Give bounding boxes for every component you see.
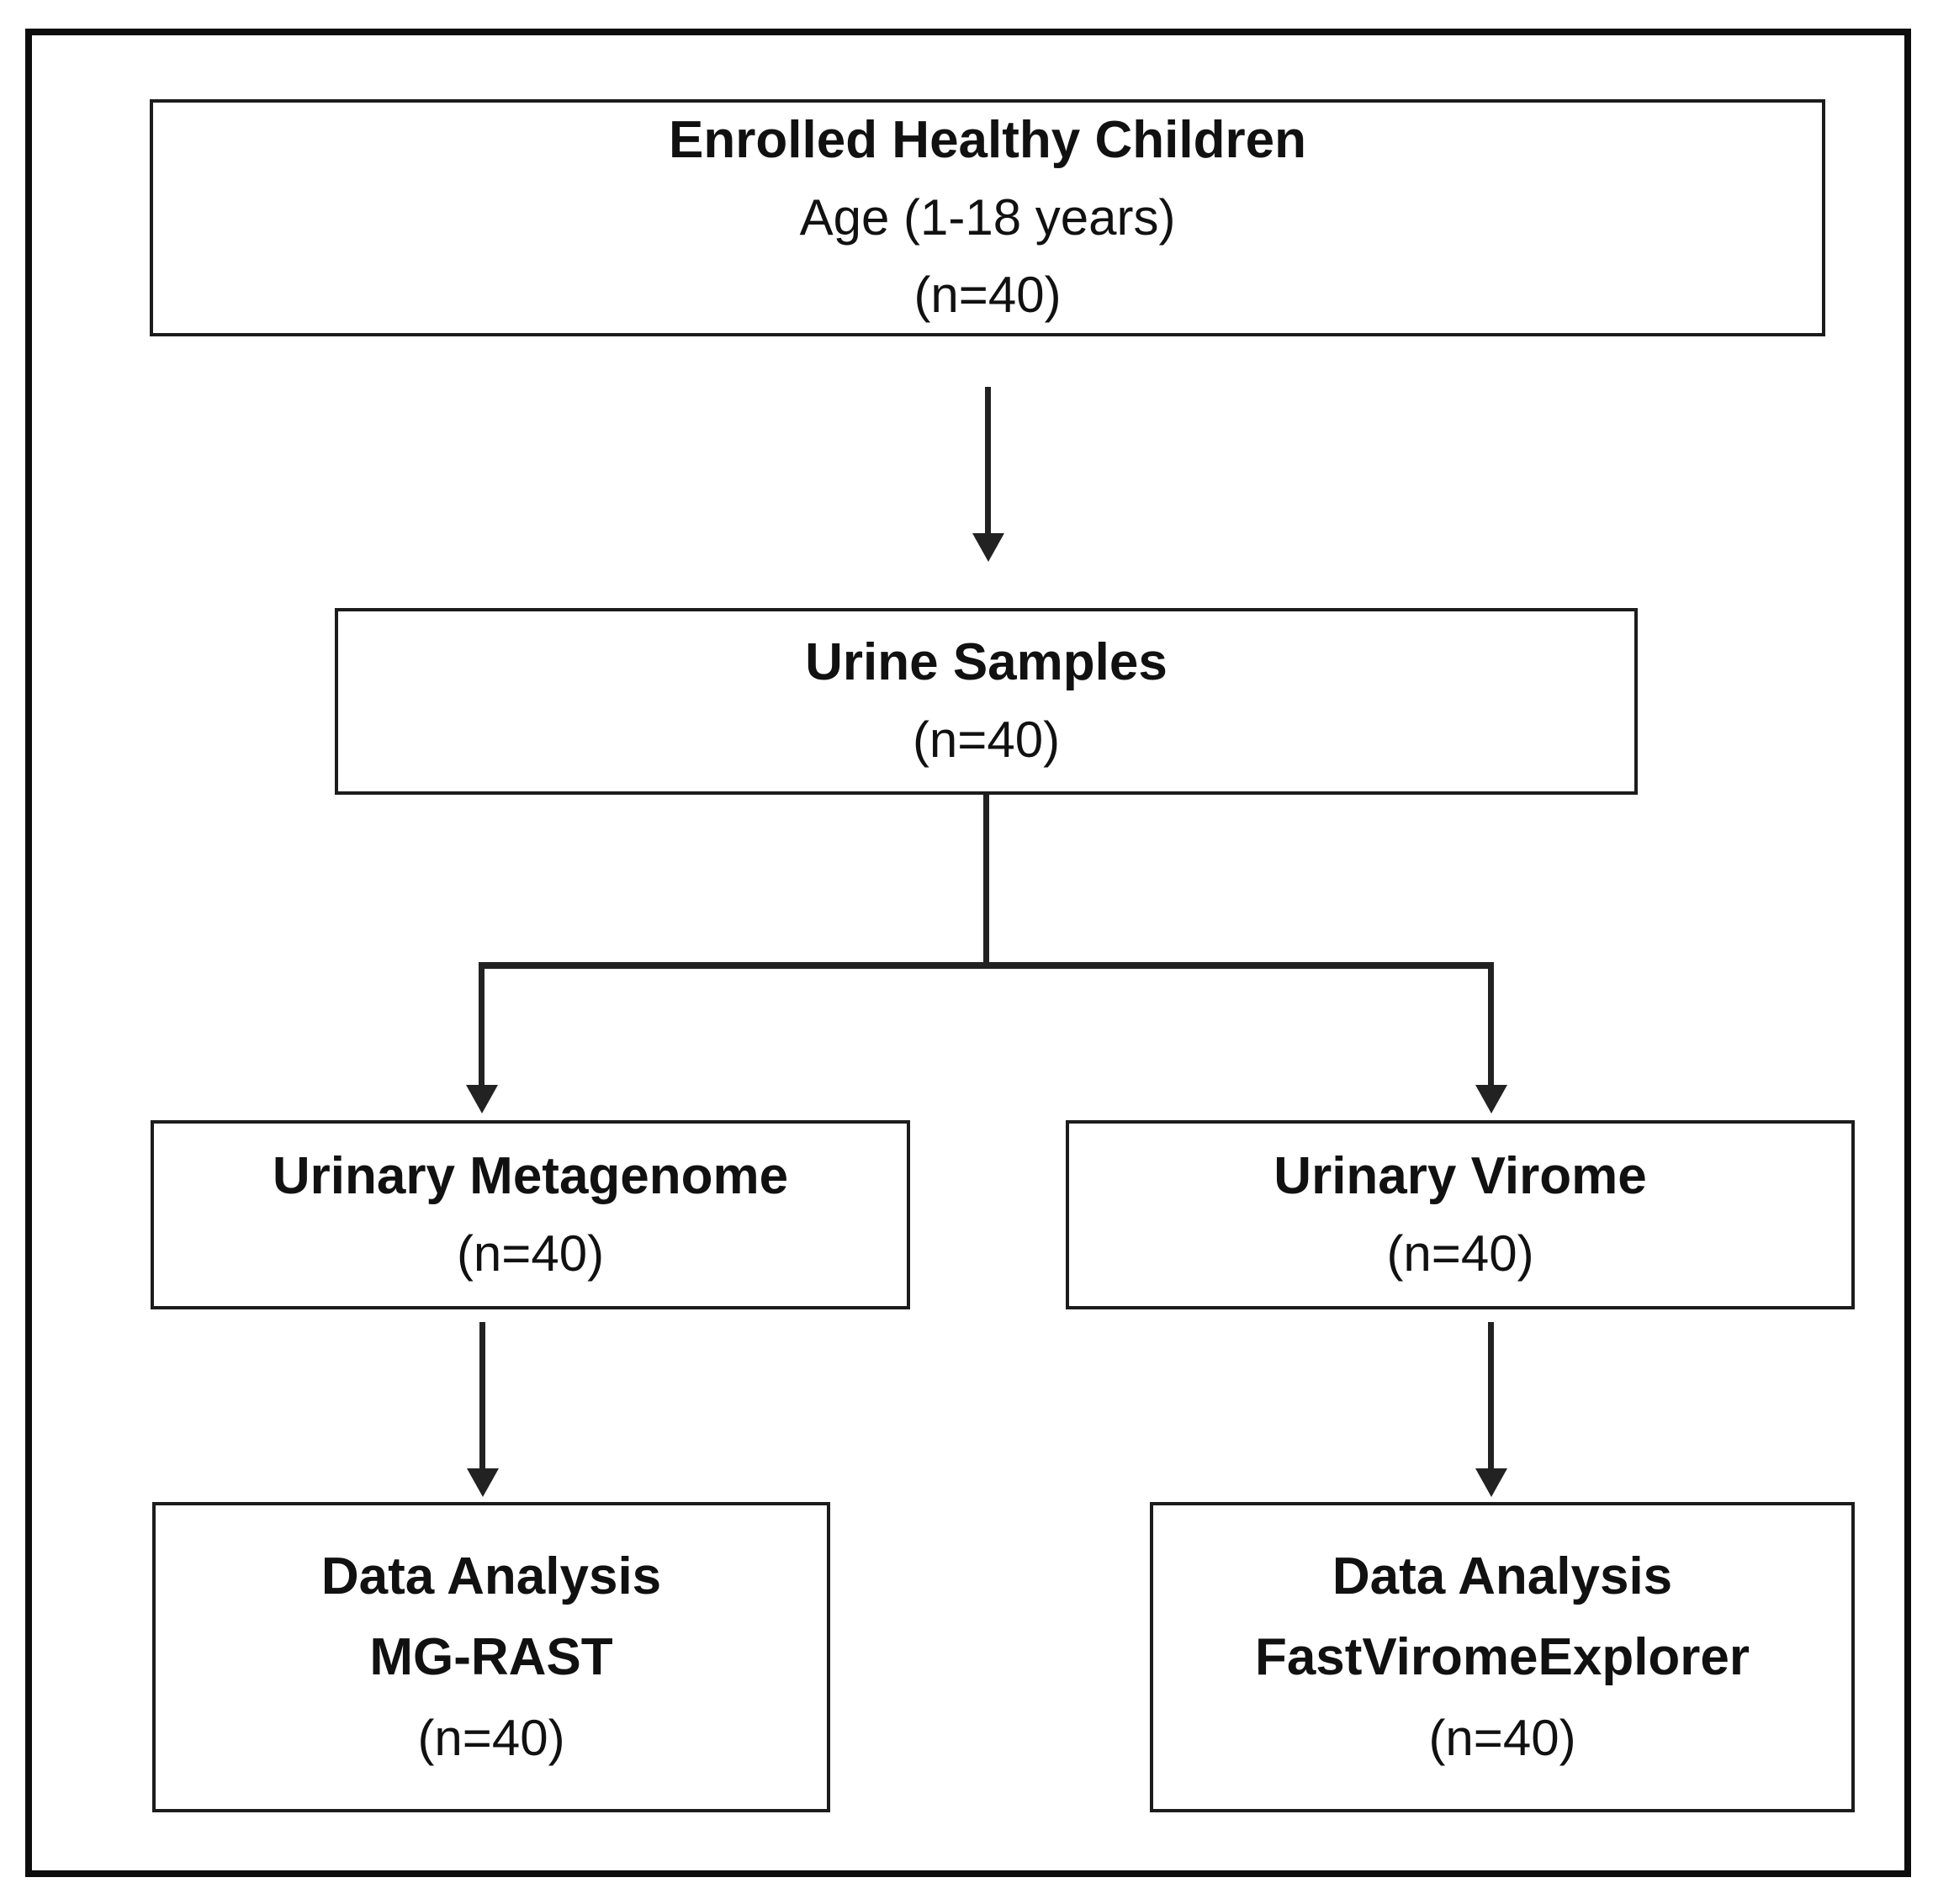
node-count: (n=40) (417, 1709, 565, 1766)
branch-horizontal-bar (479, 962, 1494, 969)
node-count: (n=40) (456, 1224, 605, 1282)
node-title: Urine Samples (805, 633, 1168, 691)
arrow-virome-to-analysis-arrowhead (1475, 1468, 1507, 1497)
node-enrolled-healthy-children: Enrolled Healthy Children Age (1-18 year… (150, 99, 1825, 336)
arrow-virome-to-analysis-stem (1488, 1322, 1494, 1470)
node-count: (n=40) (913, 267, 1062, 323)
arrow-enrolled-to-urine-stem (985, 387, 991, 535)
arrow-metagenome-to-analysis-stem (479, 1322, 485, 1470)
branch-left-stem (479, 965, 484, 1087)
node-title: Data Analysis (320, 1547, 662, 1605)
node-title: Urinary Metagenome (272, 1146, 789, 1205)
node-urinary-metagenome: Urinary Metagenome (n=40) (151, 1120, 910, 1309)
branch-right-stem (1488, 965, 1494, 1087)
node-title: Enrolled Healthy Children (669, 111, 1306, 169)
arrow-enrolled-to-urine-arrowhead (972, 533, 1004, 562)
branch-left-arrowhead (466, 1085, 498, 1113)
node-data-analysis-mg-rast: Data Analysis MG-RAST (n=40) (152, 1502, 830, 1812)
node-title: Data Analysis (1332, 1547, 1673, 1605)
branch-stub-stem (983, 795, 989, 969)
node-data-analysis-fastviromeexplorer: Data Analysis FastViromeExplorer (n=40) (1150, 1502, 1855, 1812)
node-subtitle: Age (1-18 years) (799, 189, 1176, 246)
node-count: (n=40) (1428, 1709, 1576, 1766)
node-urine-samples: Urine Samples (n=40) (335, 608, 1638, 795)
arrow-metagenome-to-analysis-arrowhead (467, 1468, 499, 1497)
node-count: (n=40) (1386, 1224, 1534, 1282)
node-urinary-virome: Urinary Virome (n=40) (1066, 1120, 1855, 1309)
node-subtitle: FastViromeExplorer (1254, 1627, 1750, 1686)
node-title: Urinary Virome (1273, 1146, 1647, 1205)
branch-right-arrowhead (1475, 1085, 1507, 1113)
outer-border (25, 29, 1911, 1877)
node-subtitle: MG-RAST (369, 1627, 613, 1686)
node-count: (n=40) (912, 711, 1061, 768)
